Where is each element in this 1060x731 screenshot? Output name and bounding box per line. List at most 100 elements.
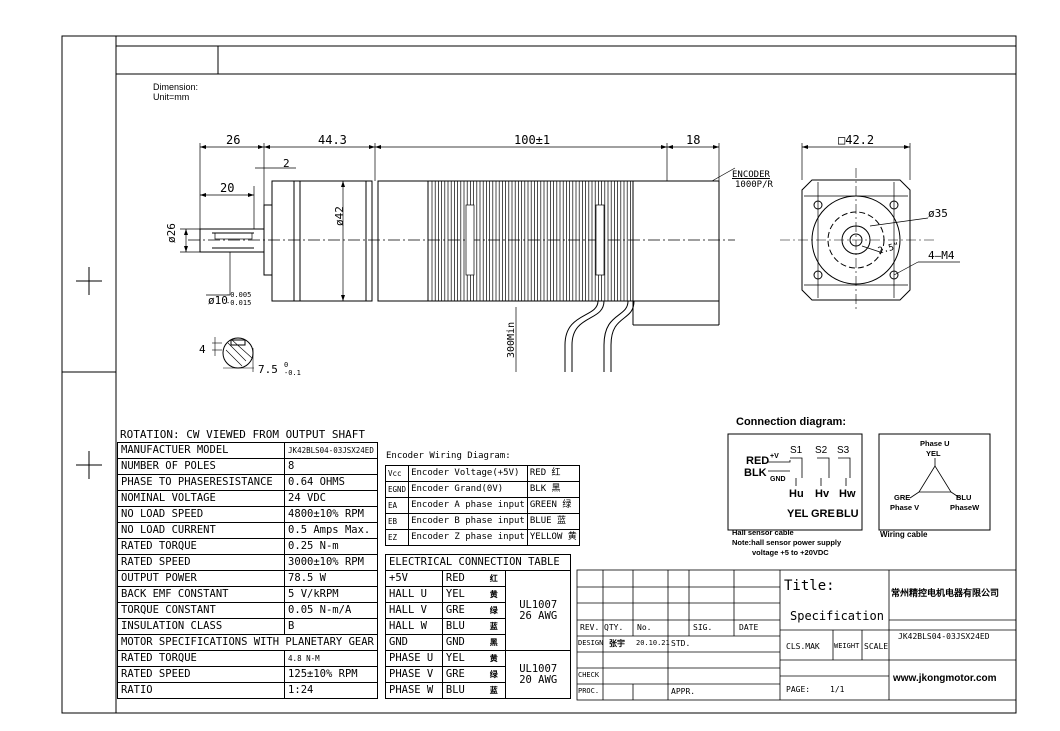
electrical-color: BLU [441,682,483,699]
outer-frame [61,35,1017,714]
spec-key: NO LOAD CURRENT [116,522,286,539]
dim-key75-upper: 0 [284,361,289,369]
encoder-desc: Encoder Grand(0V) [408,481,528,498]
spec-value: 0.64 OHMS [284,474,378,491]
dim-square42: □42.2 [838,133,875,147]
tb-design: DESIGN [578,639,604,647]
dim-shaft-upper: -0.005 [226,291,252,299]
dim-2: 2 [283,157,290,170]
spec-key: NO LOAD SPEED [116,506,286,523]
tb-model: JK42BLS04-03JSX24ED [898,632,990,641]
motor-fins [431,181,631,301]
tb-cls: CLS.MAK [786,642,820,651]
spec-value: 78.5 W [284,570,378,587]
dim-m4: 4–M4 [928,249,955,262]
encoder-pin: EZ [384,529,410,546]
spec-key: RATED SPEED [116,554,286,571]
spec-value: 0.5 Amps Max. [284,522,378,539]
phase-w-label: PhaseW [950,503,980,512]
dim-lead-length: 300Min [506,321,517,358]
encoder-desc: Encoder B phase input [408,513,528,530]
registration-mark-bottom [76,451,102,479]
hw-label: Hw [839,488,856,500]
gearbox [293,180,373,302]
wire-type: UL1007 [519,598,558,611]
note-hall-voltage: voltage +5 to +20VDC [752,548,829,557]
spec-row: MOTOR SPECIFICATIONS WITH PLANETARY GEAR [117,634,378,651]
tb-rev: REV. [580,623,600,632]
electrical-sig: HALL W [385,618,443,635]
spec-value: 3000±10% RPM [284,554,378,571]
spec-key: NUMBER OF POLES [116,458,286,475]
encoder-desc: Encoder A phase input [408,497,528,514]
unit-label: Unit=mm [153,92,190,102]
encoder-pin: EGND [384,481,410,498]
encoder-color: YELLOW 黄 [526,529,580,546]
electrical-color: YEL [441,650,483,667]
electrical-color: GRE [441,602,483,619]
electrical-cn: 蓝 [482,682,507,699]
dim-20: 20 [220,181,235,195]
tb-page-label: PAGE: [786,685,811,694]
encoder-housing [632,180,720,302]
encoder-wiring-title: Encoder Wiring Diagram: [386,451,511,461]
electrical-sig: +5V [385,570,443,587]
spec-key: RATED TORQUE [116,650,286,667]
blu-label: BLU [836,508,859,520]
electrical-cn: 黄 [482,586,507,603]
encoder-pin: EA [384,497,410,514]
spec-value: 24 VDC [284,490,378,507]
encoder-color: RED 红 [526,465,580,482]
spec-key: NOMINAL VOLTAGE [116,490,286,507]
tb-no: No. [637,623,652,632]
wiring-cable-box [878,433,991,531]
spec-value: B [284,618,378,635]
spec-key: PHASE TO PHASERESISTANCE [116,474,286,491]
wire-gauge: 26 AWG [519,609,558,622]
tb-designer: 张宇 [609,639,625,648]
spec-value: 0.05 N-m/A [284,602,378,619]
spec-value: 4.8 N-M [284,650,378,667]
electrical-title: ELECTRICAL CONNECTION TABLE [385,554,571,571]
encoder-color: BLUE 蓝 [526,513,580,530]
spec-value: 8 [284,458,378,475]
dim-shaft-lower: -0.015 [226,299,252,307]
tb-title-value: Specification [790,609,884,623]
electrical-cn: 绿 [482,666,507,683]
electrical-color: RED [441,570,483,587]
spec-value: JK42BLS04-03JSX24ED [284,442,378,459]
tb-qty: QTY. [604,623,624,632]
wiring-cable-label: Wiring cable [880,530,928,539]
phase-w-color: BLU [956,493,972,502]
spec-key: INSULATION CLASS [116,618,286,635]
dim-dia26: ø26 [165,223,178,243]
dim-44: 44.3 [318,133,347,147]
encoder-desc: Encoder Voltage(+5V) [408,465,528,482]
tb-appr: APPR. [671,687,696,696]
dim-key4: 4 [199,343,206,356]
electrical-sig: GND [385,634,443,651]
spec-key: RATED TORQUE [116,538,286,555]
wire-blk-label: BLK [744,467,767,479]
phase-u-color: YEL [926,449,941,458]
fin-slot [465,204,475,276]
dim-key75: 7.5 [258,363,278,376]
spec-value: 1:24 [284,682,378,699]
dim-26: 26 [226,133,241,147]
